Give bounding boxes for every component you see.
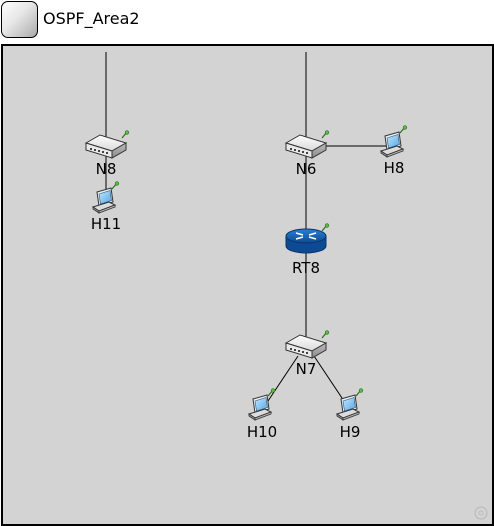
switch-icon (286, 131, 329, 158)
switch-icon (286, 331, 329, 358)
node-label: RT8 (292, 259, 320, 277)
module-header: OSPF_Area2 (0, 0, 494, 44)
switch-icon (86, 131, 129, 158)
router-icon (286, 224, 329, 253)
link-n7-h9 (313, 355, 347, 405)
node-h11[interactable]: H11 (91, 182, 121, 233)
node-label: N7 (296, 360, 317, 378)
zoom-corner-icon[interactable] (474, 506, 488, 520)
host-icon (249, 389, 275, 420)
node-n7[interactable]: N7 (286, 331, 329, 378)
node-h9[interactable]: H9 (337, 389, 363, 441)
node-h8[interactable]: H8 (381, 126, 407, 177)
node-label: H10 (247, 423, 277, 441)
node-n6[interactable]: N6 (286, 131, 329, 178)
network-canvas[interactable] (1, 44, 494, 526)
host-icon (337, 389, 363, 420)
node-label: H8 (384, 159, 405, 177)
node-n8[interactable]: N8 (86, 131, 129, 178)
link-n7-h10 (265, 355, 299, 405)
node-label: H11 (91, 215, 121, 233)
node-label: N6 (296, 160, 317, 178)
node-rt8[interactable]: RT8 (286, 224, 329, 277)
node-label: N8 (96, 160, 117, 178)
module-title: OSPF_Area2 (43, 9, 140, 28)
module-icon[interactable] (1, 1, 38, 38)
node-h10[interactable]: H10 (247, 389, 277, 441)
host-icon (381, 126, 407, 157)
node-label: H9 (340, 423, 361, 441)
